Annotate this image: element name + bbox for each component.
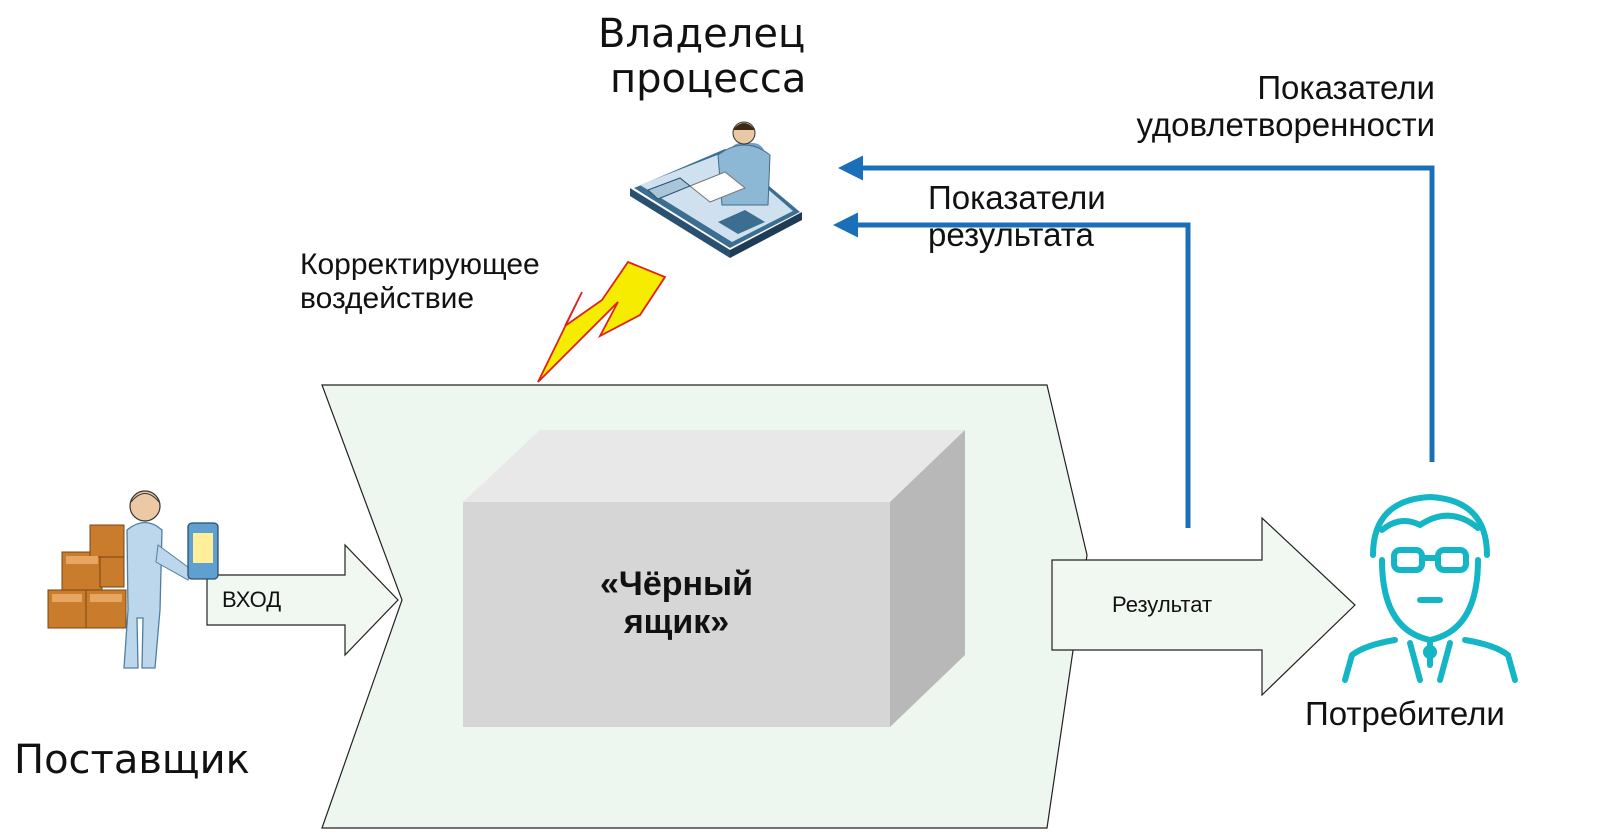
supplier-label: Поставщик: [14, 737, 250, 783]
owner-label-line2: процесса: [610, 55, 807, 102]
output-label: Результат: [1112, 592, 1213, 617]
black-box-line1: «Чёрный: [600, 565, 753, 603]
satisfaction-indicators-label: Показатели удовлетворенности: [1040, 69, 1435, 144]
result-indicators-line2: результата: [928, 215, 1094, 253]
black-box-front: [463, 502, 890, 727]
office-worker-desk-icon: [630, 121, 802, 258]
result-indicators-label: Показатели результата: [928, 179, 1188, 254]
black-box-label: «Чёрный ящик»: [463, 565, 890, 641]
consumer-person-glasses-icon: [1342, 494, 1518, 683]
owner-label-line1: Владелец: [598, 11, 806, 57]
output-arrow: [1051, 516, 1356, 697]
supplier-with-boxes-icon: [47, 490, 219, 669]
corrective-line1: Корректирующее: [300, 248, 540, 281]
black-box-line2: ящик»: [623, 603, 730, 642]
consumers-label: Потребители: [1305, 695, 1505, 732]
corrective-action-label: Корректирующее воздействие: [300, 248, 600, 315]
input-arrow: [206, 543, 399, 657]
result-indicators-line1: Показатели: [928, 179, 1106, 216]
input-label: ВХОД: [222, 587, 282, 612]
satisfaction-feedback-arrow: [838, 155, 1435, 462]
result-feedback-arrow: [833, 212, 1191, 528]
satisfaction-label-line2: удовлетворенности: [1136, 105, 1435, 143]
black-box-side: [890, 430, 965, 727]
lightning-bolt-icon: [537, 260, 667, 383]
corrective-line2: воздействие: [300, 281, 475, 315]
satisfaction-label-line1: Показатели: [1257, 69, 1435, 106]
black-box: [463, 430, 965, 727]
owner-label: Владелец процесса: [598, 12, 838, 102]
black-box-top: [463, 430, 965, 502]
